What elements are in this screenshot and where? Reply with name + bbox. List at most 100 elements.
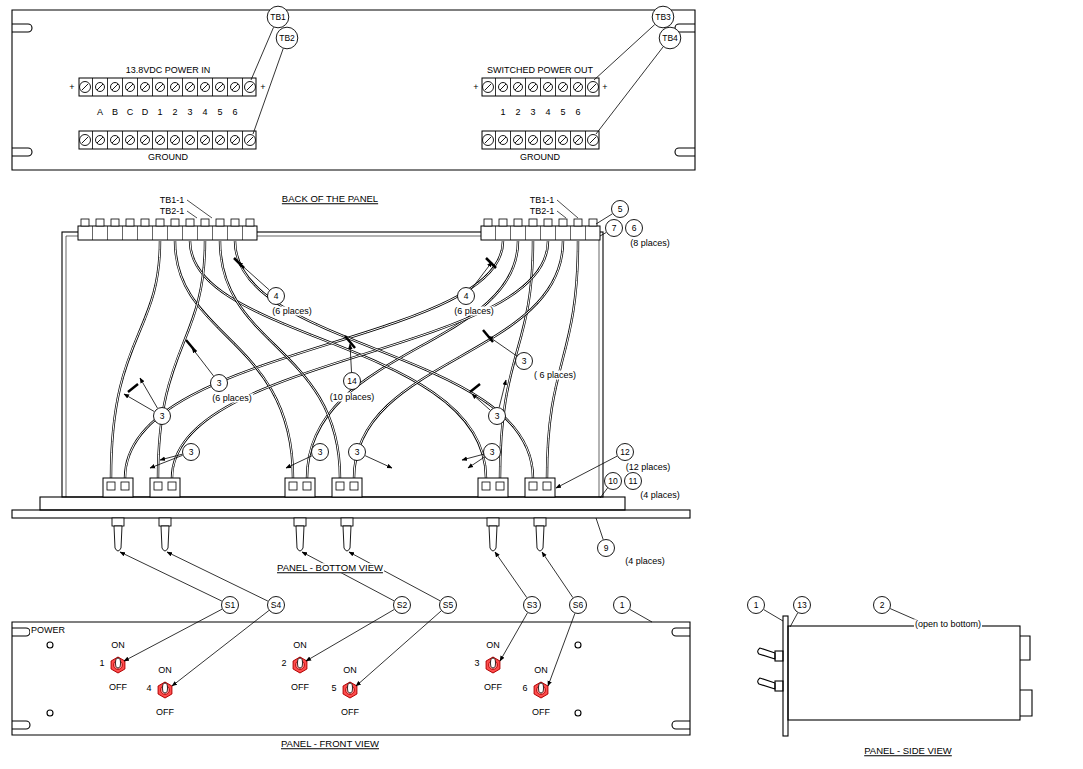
screw-slot (575, 84, 581, 90)
switch-nut (534, 682, 548, 698)
drawing-label: (12 places) (625, 463, 672, 472)
callout-number: 1 (754, 601, 759, 610)
drawing-label: + (259, 83, 266, 92)
terminal-strip-profile (78, 226, 257, 240)
callout-bubble (652, 6, 674, 28)
drawing-label: (6 places) (271, 307, 313, 316)
strip-divider (137, 131, 138, 149)
outlines (12, 10, 1032, 736)
terminal-screw (96, 83, 105, 92)
wire (235, 241, 533, 478)
wire (175, 241, 293, 478)
callout-number: S2 (397, 601, 407, 610)
terminal-screw (141, 83, 150, 92)
screw-head (499, 219, 507, 226)
switch-body (478, 478, 508, 497)
screw-slot (232, 84, 238, 90)
drawing-label: + (472, 83, 479, 92)
terminal-screw (574, 136, 583, 145)
callout-bubble (605, 473, 622, 490)
callout-bubble (570, 597, 587, 614)
screw-head (171, 219, 179, 226)
leader-line (468, 457, 485, 468)
drawing-label: 3 (186, 108, 193, 117)
terminal-screw (559, 136, 568, 145)
drawing-label: ON (342, 666, 358, 675)
screw-slot (187, 84, 193, 90)
toggle-lever (114, 526, 122, 551)
wire (500, 241, 533, 478)
callout-number: 3 (318, 448, 323, 457)
terminal-screw (96, 136, 105, 145)
strip-divider (540, 78, 541, 96)
toggle-lever (163, 683, 168, 693)
strip-divider (227, 226, 228, 240)
drawing-label: (10 places) (329, 393, 376, 402)
strip-divider (495, 78, 496, 96)
screw-head (126, 219, 134, 226)
strip-divider (555, 131, 556, 149)
callout-number: 3 (160, 412, 165, 421)
mount-slot (12, 721, 30, 729)
callout-number: 10 (608, 477, 617, 486)
terminal-screw (186, 83, 195, 92)
screw-slot (82, 84, 88, 90)
leader-line (120, 552, 222, 601)
drawing-label: 3 (473, 659, 480, 668)
strip-divider (182, 131, 183, 149)
callout-bubble (276, 27, 298, 49)
leader-line (350, 344, 352, 372)
drawing-label: 4 (145, 684, 152, 693)
switch-terminal (168, 482, 176, 490)
drawing-label: B (111, 108, 119, 117)
screw-slot (112, 84, 118, 90)
wire-insulation (190, 241, 486, 478)
screw-head (589, 219, 597, 226)
callout-number: 2 (880, 601, 885, 610)
switch-terminal (107, 482, 115, 490)
switch-bushing (775, 651, 783, 661)
screw-slot (82, 137, 88, 143)
switch-terminal (350, 482, 358, 490)
mount-hole (575, 710, 581, 716)
switch-body (525, 478, 555, 497)
strip-divider (570, 226, 571, 240)
leader-line (630, 609, 652, 622)
leader-line (472, 262, 493, 289)
switch-terminal (529, 482, 537, 490)
screw-slot (187, 137, 193, 143)
drawing-label: ON (533, 666, 549, 675)
strip-divider (242, 131, 243, 149)
screw-slot (202, 84, 208, 90)
front-plate-edge (12, 510, 690, 518)
leader-line (790, 613, 798, 627)
strip-divider (585, 78, 586, 96)
screw-slot (217, 137, 223, 143)
terminal-screw (245, 135, 256, 146)
screw-head (574, 219, 582, 226)
callout-number: 14 (347, 377, 356, 386)
strip-divider (212, 131, 213, 149)
drawing-label: 5 (330, 684, 337, 693)
strip-divider (227, 131, 228, 149)
leader-line (187, 211, 197, 218)
mount-hole (575, 642, 581, 648)
switch-terminal (543, 482, 551, 490)
drawing-label: ON (157, 666, 173, 675)
drawing-label: + (68, 83, 75, 92)
terminal-strip (79, 78, 256, 96)
strip-divider (212, 226, 213, 240)
terminal-strip (482, 131, 599, 149)
strip-divider (242, 226, 243, 240)
callout-bubble (598, 540, 615, 557)
terminal-screw (216, 83, 225, 92)
screw-slot (545, 84, 551, 90)
drawing-label: ON (292, 641, 308, 650)
callout-number: S6 (573, 601, 583, 610)
callout-number: 4 (464, 292, 469, 301)
mount-hole (47, 710, 53, 716)
wire (190, 241, 486, 478)
screw-slot (232, 137, 238, 143)
callout-bubble (211, 375, 228, 392)
screw-slot (560, 84, 566, 90)
